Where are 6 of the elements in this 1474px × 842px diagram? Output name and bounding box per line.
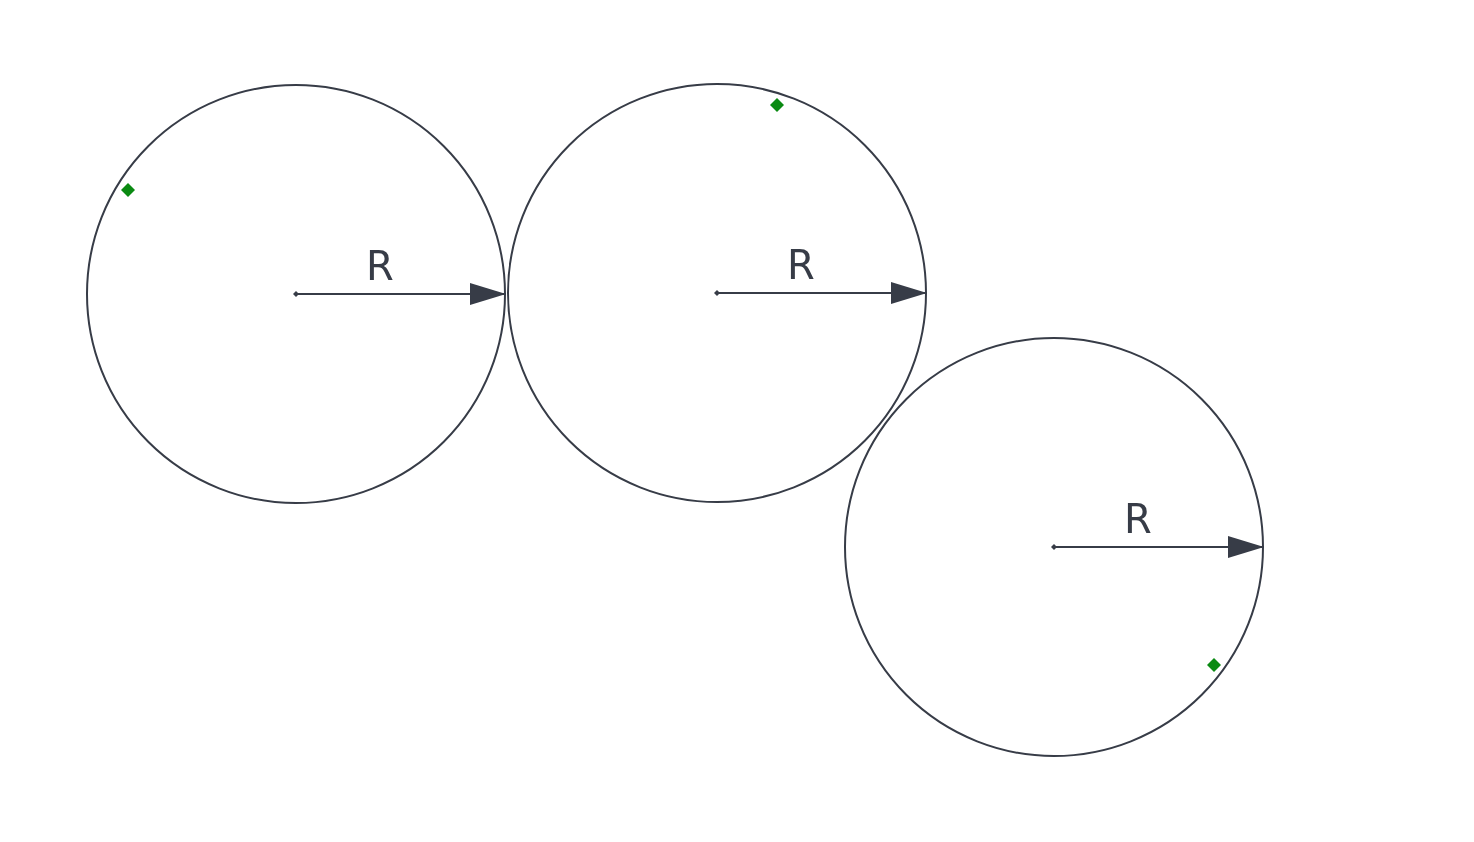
circle — [844, 337, 1264, 757]
dimension-label: R — [1124, 499, 1152, 539]
dimension-label: R — [787, 245, 815, 285]
dimension-label: R — [366, 246, 394, 286]
circle — [86, 84, 506, 504]
circle — [507, 83, 927, 503]
